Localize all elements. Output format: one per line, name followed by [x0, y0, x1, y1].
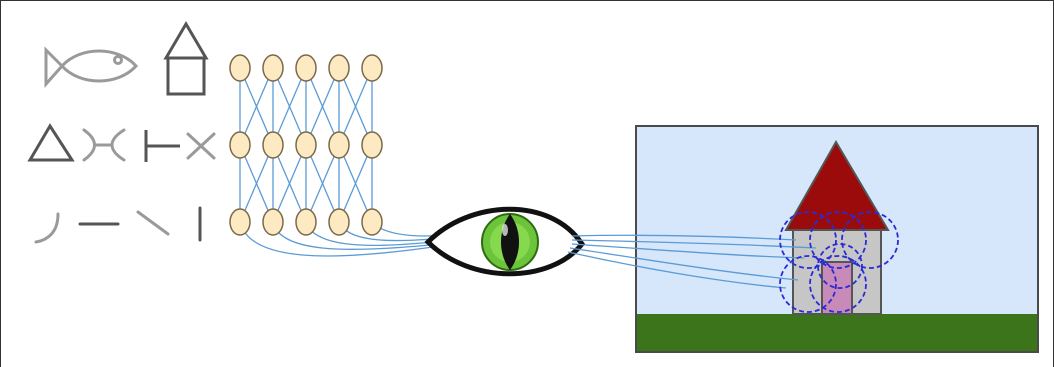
neuron [295, 54, 317, 82]
eye-to-scene-fibers [567, 234, 817, 289]
network-connection [239, 67, 274, 146]
neuron [229, 54, 251, 82]
house-outline-icon [163, 21, 209, 96]
network-connection [239, 144, 274, 223]
t-junction-icon [144, 130, 180, 162]
neuron [328, 208, 350, 236]
neuron [229, 208, 251, 236]
receptive-fields [779, 211, 899, 313]
eye-icon [424, 206, 586, 277]
feature-symbols [27, 21, 216, 244]
network-connection [272, 144, 307, 223]
receptive-field [841, 211, 899, 269]
x-cross-icon [186, 132, 216, 160]
network-connection [305, 67, 340, 146]
receptive-field [809, 255, 867, 313]
network-connection [272, 67, 307, 146]
curve-stroke-icon [34, 212, 60, 244]
triangle-icon [27, 123, 75, 162]
network-connection [338, 144, 373, 223]
neuron [295, 208, 317, 236]
neuron [262, 208, 284, 236]
ground [636, 314, 1038, 352]
neuron [361, 54, 383, 82]
network-connection [338, 67, 373, 146]
scene-border [635, 125, 1039, 353]
network-neurons [229, 54, 383, 236]
neuron [229, 131, 251, 159]
neuron [328, 131, 350, 159]
neuron [295, 131, 317, 159]
neuron [328, 54, 350, 82]
roof [784, 140, 890, 231]
diagonal-stroke-icon [136, 210, 170, 236]
receptive-field [779, 211, 837, 269]
neuron [361, 208, 383, 236]
receptive-field [779, 255, 837, 313]
scene-picture [635, 125, 1039, 353]
door [821, 261, 853, 315]
receptive-field [809, 211, 867, 269]
network-connection [305, 144, 340, 223]
neuron [361, 131, 383, 159]
curved-cross-icon [82, 128, 126, 162]
receptive-field [817, 243, 863, 289]
fish-icon [44, 46, 139, 88]
neuron [262, 54, 284, 82]
neuron [262, 131, 284, 159]
